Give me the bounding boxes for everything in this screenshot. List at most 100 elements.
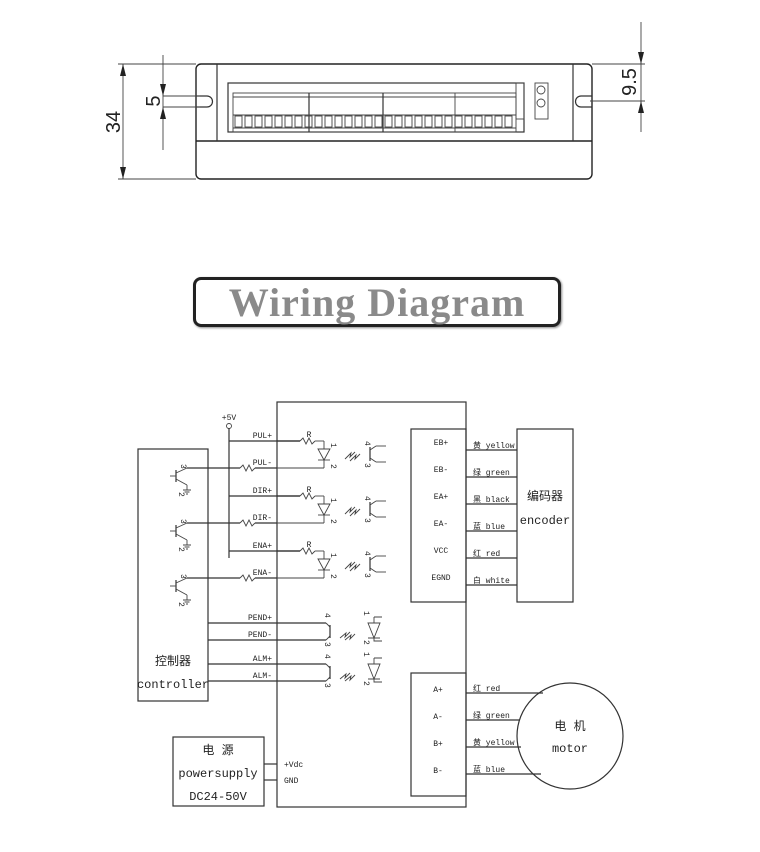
led-icon	[317, 448, 331, 461]
encoder-terminal-label: EB+	[434, 439, 449, 448]
power-rating: DC24-50V	[189, 790, 247, 804]
transistor-collector	[175, 522, 188, 529]
terminal-pin	[484, 115, 493, 128]
pin-2: 2	[328, 519, 337, 524]
light-emission-icon	[339, 672, 356, 682]
resistor-label: R	[307, 541, 312, 550]
terminal-pin	[494, 115, 503, 128]
terminal-pin	[414, 115, 423, 128]
motor-terminal-label: B-	[433, 767, 443, 776]
supply-5v-label: +5V	[222, 414, 237, 423]
phototransistor-emitter	[369, 457, 377, 463]
transistor-emitter	[175, 478, 188, 486]
motor-terminal-label: A-	[433, 713, 443, 722]
terminal-pin	[364, 115, 373, 128]
signal-wire	[373, 616, 382, 623]
dimension-offset-label: 9.5	[619, 68, 641, 96]
output-label-plus: ALM+	[253, 655, 272, 664]
terminal-pin	[444, 115, 453, 128]
dimension-offset: 9.5	[590, 22, 645, 132]
led-cathode	[368, 678, 382, 683]
pin-4: 4	[322, 654, 331, 659]
encoder-terminal-label: VCC	[434, 547, 449, 556]
light-emission-icon	[344, 451, 361, 462]
pin-3: 3	[362, 518, 371, 523]
pin-2: 2	[176, 602, 185, 607]
dimension-slot: 5	[143, 55, 200, 150]
pin-2: 2	[176, 547, 185, 552]
dimension-slot-label: 5	[143, 95, 165, 106]
pin-2: 2	[176, 492, 185, 497]
terminal-connector-block	[227, 82, 549, 133]
motor-wire: B+黄 yellow	[433, 737, 521, 749]
pin-4: 4	[362, 551, 371, 556]
led-icon	[317, 503, 331, 516]
motor-wire-color: 红 red	[473, 683, 500, 694]
signal-wire	[373, 657, 382, 664]
pin-3: 3	[362, 573, 371, 578]
encoder-wire: EB-绿 green	[434, 466, 517, 478]
pin-3: 3	[322, 683, 331, 688]
terminal-pin	[254, 115, 263, 128]
terminal-pin	[334, 115, 343, 128]
power-label-cn: 电 源	[202, 743, 233, 758]
terminal-pin	[374, 115, 383, 128]
terminal-pin	[404, 115, 413, 128]
motor-circle	[516, 682, 624, 790]
driver-box	[276, 401, 467, 808]
output-label-minus: ALM-	[253, 672, 272, 681]
pin-1: 1	[328, 498, 337, 503]
phototransistor-collector	[325, 622, 331, 628]
encoder-box	[516, 428, 574, 603]
motor-wire: B- 蓝 blue	[433, 764, 541, 776]
pin-2: 2	[328, 574, 337, 579]
terminal-pin	[384, 115, 393, 128]
dimension-height-label: 34	[103, 111, 125, 133]
encoder-wire: EB+黄 yellow	[434, 439, 517, 451]
encoder-wire-color: 白 white	[473, 575, 510, 586]
pin-3: 3	[178, 574, 187, 579]
terminal-pin	[464, 115, 473, 128]
pin-1: 1	[361, 652, 370, 657]
motor-wire-color: 绿 green	[473, 711, 510, 721]
controller-resistor	[239, 573, 256, 583]
terminal-pin	[454, 115, 463, 128]
wiring-diagram-title: Wiring Diagram	[228, 279, 526, 325]
motor-wire-color: 蓝 blue	[473, 764, 505, 775]
transistor-emitter	[175, 533, 188, 541]
pin-2: 2	[328, 464, 337, 469]
pin-4: 4	[362, 441, 371, 446]
encoder-terminal-label: EA-	[434, 520, 448, 529]
terminal-pin	[234, 115, 243, 128]
terminal-pin	[344, 115, 353, 128]
encoder-wire-color: 黑 black	[473, 495, 510, 505]
terminal-pin	[304, 115, 313, 128]
led-icon	[317, 558, 331, 571]
pin-1: 1	[361, 611, 370, 616]
terminal-pin	[314, 115, 323, 128]
input-resistor	[299, 491, 316, 501]
pin-3: 3	[362, 463, 371, 468]
ground-icon	[183, 599, 191, 605]
phototransistor-emitter	[369, 567, 377, 573]
terminal-pin	[434, 115, 443, 128]
light-emission-icon	[344, 506, 361, 517]
terminal-vdc: +Vdc	[284, 761, 303, 770]
input-resistor	[299, 546, 316, 556]
signal-label-minus: ENA-	[253, 569, 272, 578]
encoder-wire: EA+黑 black	[434, 493, 517, 505]
driver-body	[195, 63, 593, 180]
terminal-pin	[264, 115, 273, 128]
motor-wire: A+红 red	[433, 683, 543, 695]
power-label-en: powersupply	[178, 767, 257, 781]
wiring-diagram-title-box: Wiring Diagram	[193, 277, 561, 327]
phototransistor-collector	[369, 445, 377, 451]
pin-4: 4	[322, 613, 331, 618]
